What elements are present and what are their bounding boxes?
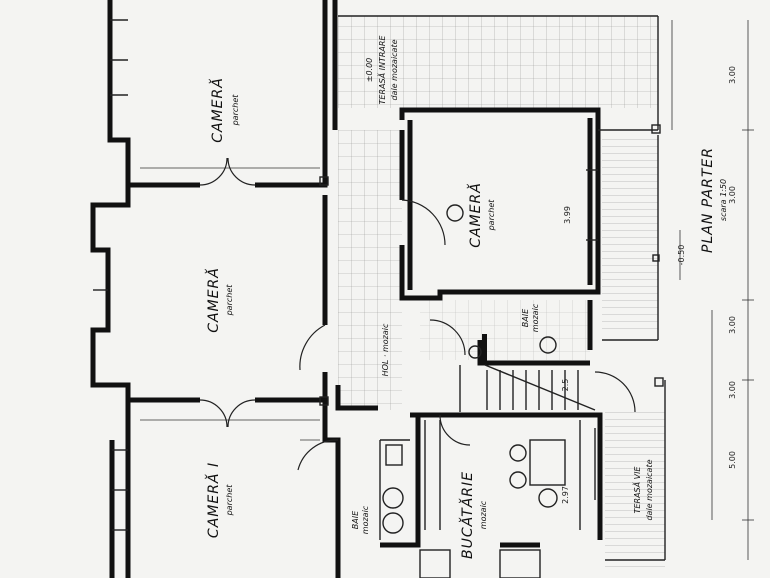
label-camera-center-floor: parchet xyxy=(225,284,234,317)
label-entry-terrace-level: ±0.00 xyxy=(365,58,374,83)
dim-3: -0.50 xyxy=(677,245,686,266)
label-camera-bottom-floor: parchet xyxy=(225,484,234,517)
dim-8: 2.97 xyxy=(561,486,570,504)
dim-6: 5.00 xyxy=(728,451,737,469)
dim-1: 3.00 xyxy=(728,66,737,84)
label-hall: HOL · mozaic xyxy=(381,323,390,376)
door-bath xyxy=(429,319,466,356)
level-markers xyxy=(319,124,664,406)
doors xyxy=(199,157,636,471)
door-terrace-vie xyxy=(594,371,636,413)
svg-text:CAMERĂ: CAMERĂ xyxy=(209,77,226,143)
dimension-lines: 3.00 3.00 -0.50 3.00 3.00 5.00 3.99 2.97… xyxy=(561,20,754,560)
dim-5: 3.00 xyxy=(728,381,737,399)
label-camera-right-floor: parchet xyxy=(487,199,496,232)
label-bath-bottom: BAIE xyxy=(351,510,360,529)
fixtures xyxy=(382,204,566,578)
label-camera-right: CAMERĂ xyxy=(467,182,484,248)
entry-terrace-tile-area xyxy=(338,16,658,108)
dim-9: 2.5 xyxy=(561,379,570,392)
label-kitchen: BUCĂTĂRIE xyxy=(459,471,476,559)
label-entry-terrace-floor: dale mozaicate xyxy=(390,39,399,100)
plan-scale: scara 1:50 xyxy=(719,179,728,221)
door-right-room xyxy=(401,199,446,246)
label-camera-center: CAMERĂ xyxy=(205,267,222,333)
bath-tile-area xyxy=(420,300,590,360)
dim-2: 3.00 xyxy=(728,186,737,204)
label-bath-top-floor: mozaic xyxy=(531,303,540,332)
label-live-terrace: TERASĂ VIE xyxy=(631,466,642,514)
dim-4: 3.00 xyxy=(728,316,737,334)
label-camera-top: CAMERĂ xyxy=(209,77,226,143)
label-live-terrace-floor: dale mozaicate xyxy=(645,459,654,520)
label-bath-bottom-floor: mozaic xyxy=(361,505,370,534)
label-kitchen-floor: mozaic xyxy=(479,500,488,529)
right-terrace-tile-area xyxy=(602,135,658,335)
live-terrace-tile-area xyxy=(605,410,665,570)
door-kitchen xyxy=(439,414,471,446)
label-bath-top: BAIE xyxy=(521,308,530,327)
dim-7: 3.99 xyxy=(563,206,572,224)
door-bottom-hall xyxy=(297,439,339,471)
title-block: PLAN PARTER scara 1:50 xyxy=(700,147,728,253)
door-top-room xyxy=(199,157,256,186)
label-entry-terrace: TERASĂ INTRARE xyxy=(376,35,387,105)
hall-tile-area xyxy=(338,130,402,410)
detail-lines xyxy=(93,15,666,561)
label-camera-top-floor: parchet xyxy=(231,94,240,127)
label-camera-bottom: CAMERĂ I xyxy=(205,462,222,538)
door-hall-left xyxy=(299,324,326,371)
plan-title: PLAN PARTER xyxy=(700,147,716,253)
door-bottom-room xyxy=(199,399,256,428)
room-labels: CAMERĂ parchet CAMERĂ parchet CAMERĂ I p… xyxy=(205,35,654,559)
